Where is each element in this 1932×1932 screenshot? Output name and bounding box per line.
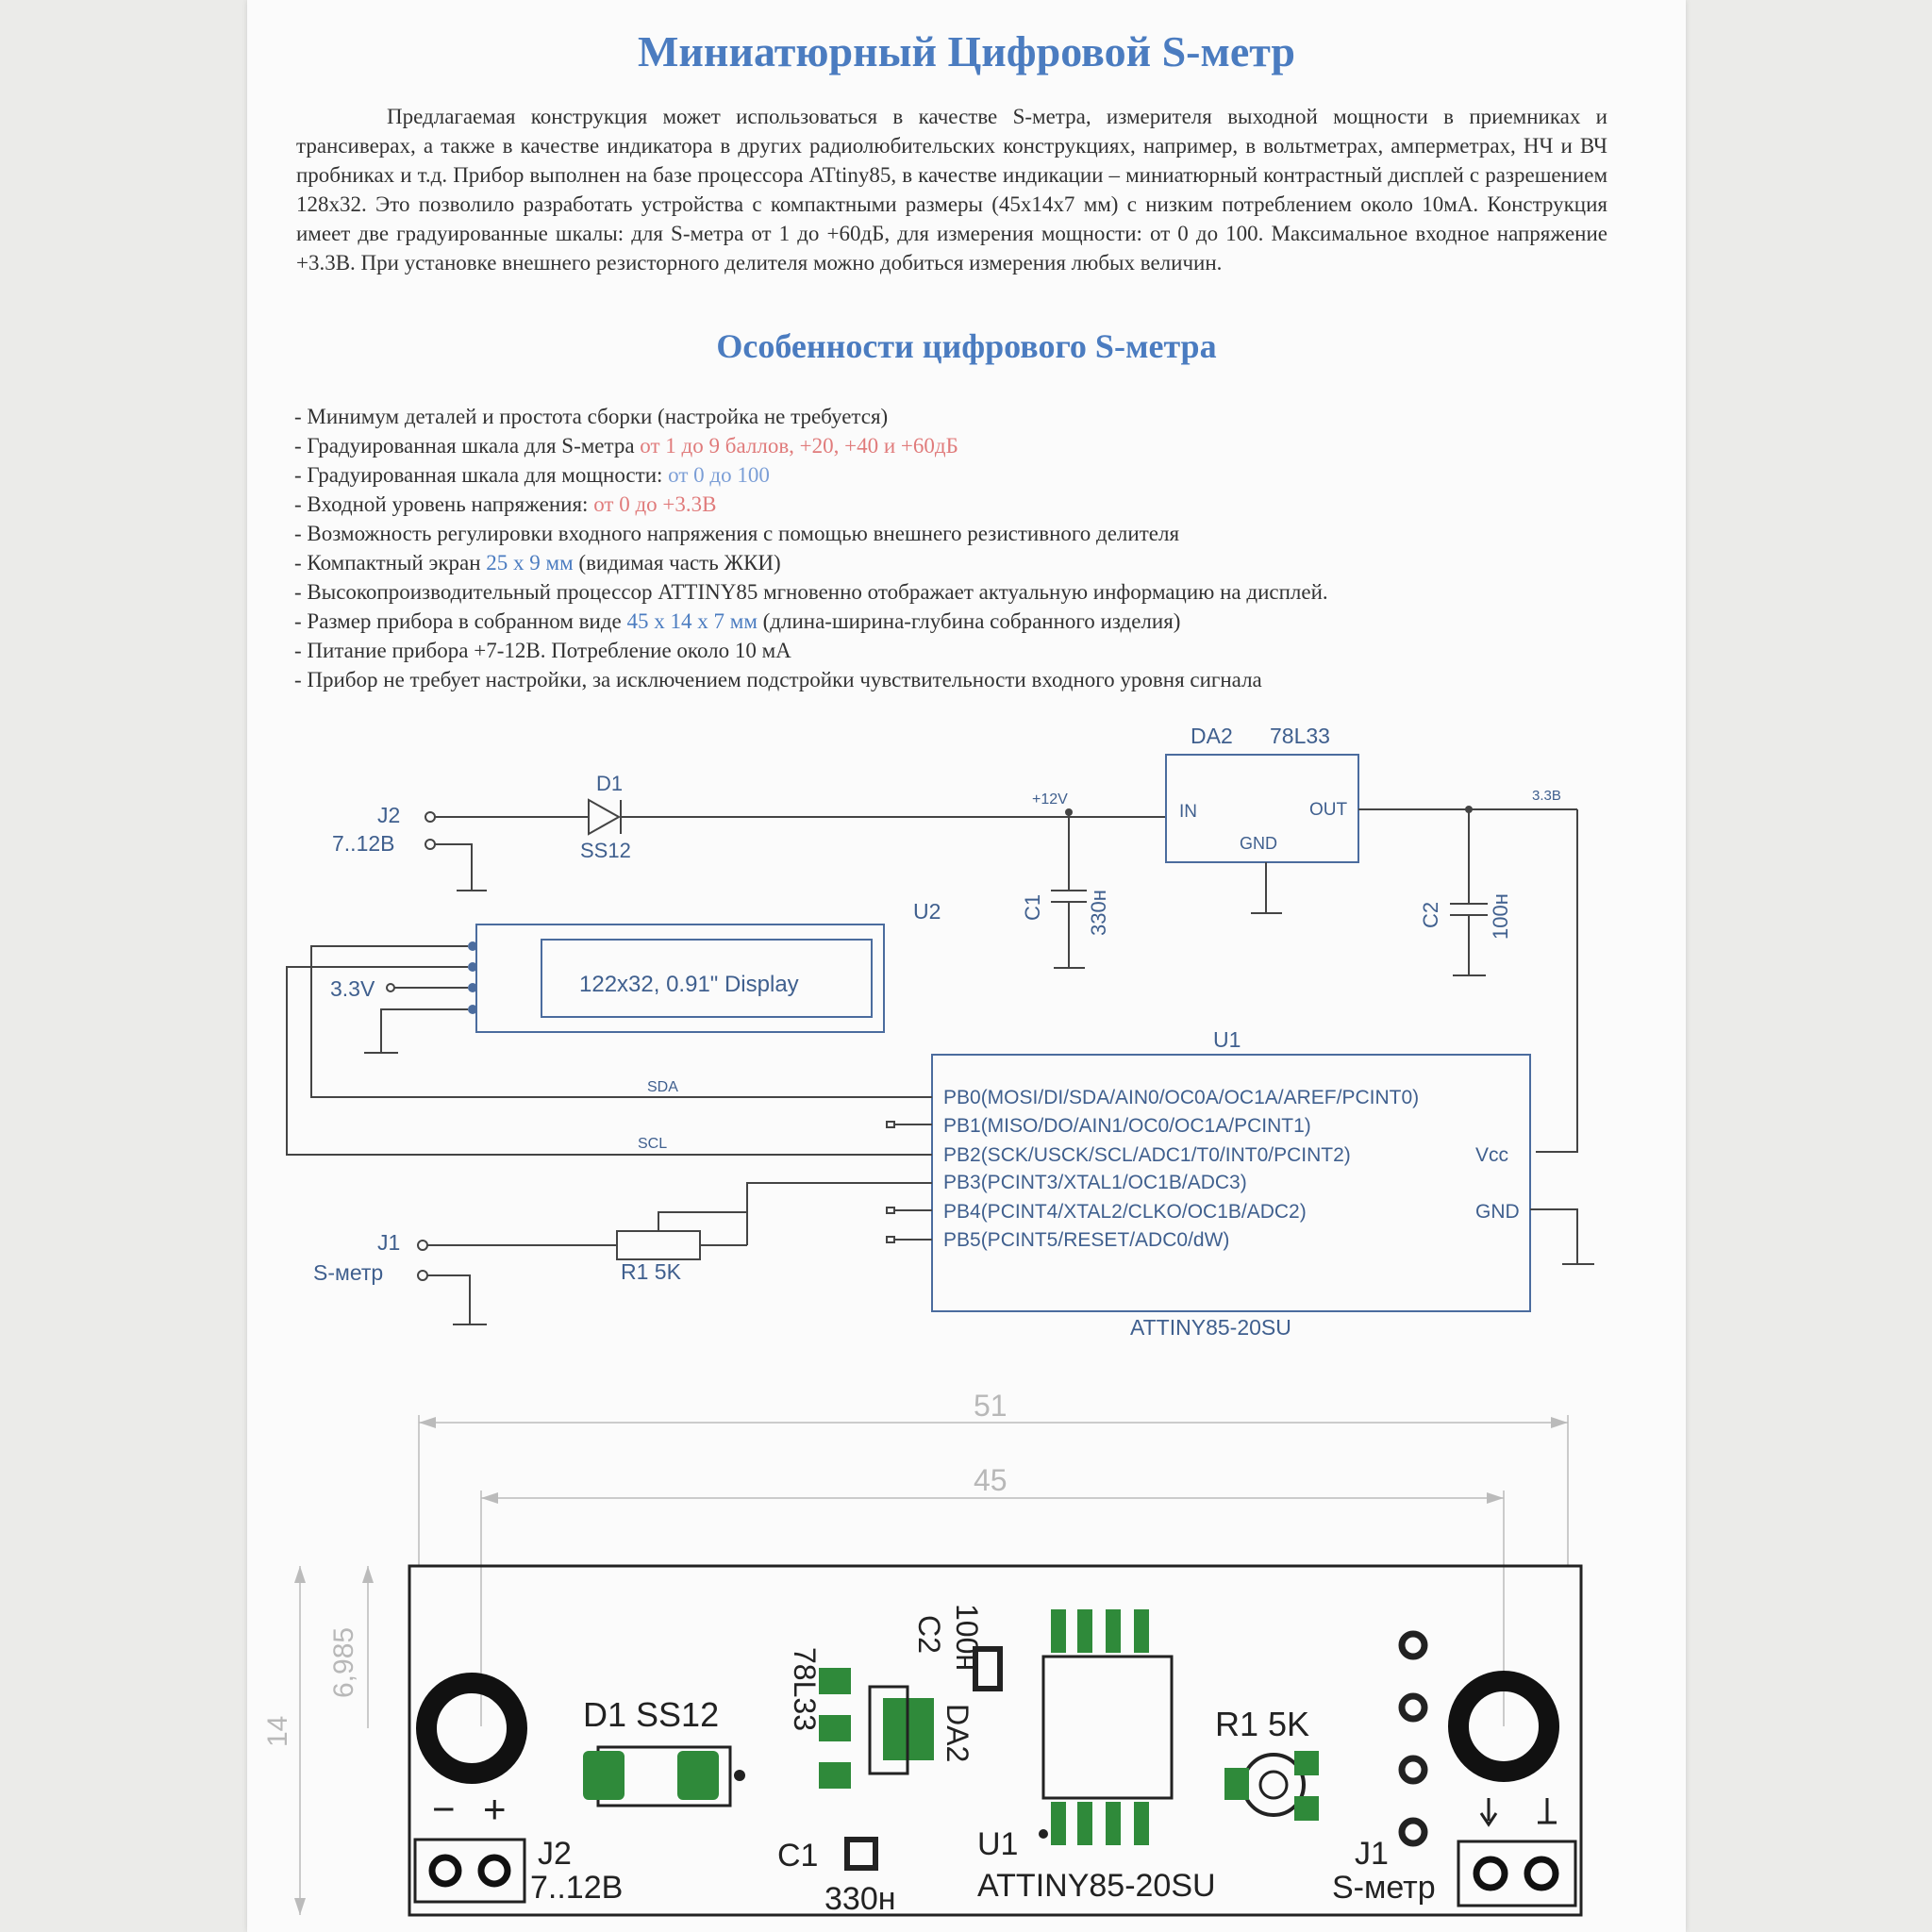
c2-label: C2 — [1419, 902, 1442, 928]
document-page: Миниатюрный Цифровой S-метр Предлагаемая… — [247, 0, 1686, 1932]
da2-gnd-label: GND — [1240, 834, 1277, 853]
main-title: Миниатюрный Цифровой S-метр — [638, 27, 1295, 75]
v12-label: +12V — [1032, 791, 1068, 808]
u1-pin-pb3: PB3(PCINT3/XTAL1/OC1B/ADC3) — [943, 1172, 1247, 1193]
j1-label: J1 — [377, 1230, 400, 1255]
da2-label: DA2 — [1191, 724, 1233, 748]
feature-item: - Компактный экран 25 x 9 мм (видимая ча… — [294, 551, 781, 575]
c1-label: C1 — [1021, 894, 1044, 921]
j1-s-meter-label: S-метр — [313, 1260, 383, 1285]
display-vcc-label: 3.3V — [330, 976, 375, 1001]
j2-label: J2 — [377, 803, 400, 827]
feature-item: - Входной уровень напряжения: от 0 до +3… — [294, 492, 717, 516]
j2-terminal-1 — [425, 811, 436, 823]
feature-item: - Минимум деталей и простота сборки (нас… — [294, 405, 889, 428]
u1-gnd-label: GND — [1475, 1201, 1520, 1223]
feature-item: - Прибор не требует настройки, за исключ… — [294, 668, 1262, 691]
j2-range-label: 7..12В — [332, 831, 395, 856]
j2-terminal-2 — [425, 839, 436, 850]
features-list: - Минимум деталей и простота сборки (нас… — [294, 402, 1634, 694]
feature-item: - Градуированная шкала для S-метра от 1 … — [294, 434, 958, 458]
u1-pin-pb4: PB4(PCINT4/XTAL2/CLKO/OC1B/ADC2) — [943, 1201, 1307, 1223]
u1-pin-pb0: PB0(MOSI/DI/SDA/AIN0/OC0A/OC1A/AREF/PCIN… — [943, 1087, 1419, 1108]
da2-in-label: IN — [1179, 802, 1197, 822]
diode-symbol — [588, 798, 622, 836]
v33-label: 3.3В — [1532, 788, 1561, 804]
scl-label: SCL — [638, 1136, 667, 1152]
schematic-diagram: J2 7..12В D1 SS12 +12V C1 330н DA2 78L33… — [286, 724, 1594, 1340]
d1-label: D1 — [596, 772, 623, 795]
sda-label: SDA — [647, 1079, 678, 1095]
u1-pin-pb1: PB1(MISO/DO/AIN1/OC0/OC1A/PCINT1) — [943, 1115, 1311, 1137]
da2-type-label: 78L33 — [1270, 724, 1330, 748]
u2-display-module — [475, 924, 885, 1033]
u2-label: U2 — [913, 899, 941, 924]
feature-item: - Градуированная шкала для мощности: от … — [294, 463, 770, 487]
u1-pin-pb5: PB5(PCINT5/RESET/ADC0/dW) — [943, 1229, 1229, 1251]
display-text: 122x32, 0.91" Display — [579, 972, 799, 997]
d1-type-label: SS12 — [580, 839, 631, 862]
u1-pin-pb2: PB2(SCK/USCK/SCL/ADC1/T0/INT0/PCINT2) — [943, 1144, 1351, 1166]
feature-item: - Питание прибора +7-12В. Потребление ок… — [294, 639, 791, 662]
r1-resistor-symbol — [616, 1230, 701, 1260]
da2-out-label: OUT — [1309, 800, 1348, 820]
c1-value: 330н — [1087, 890, 1110, 936]
feature-item: - Размер прибора в собранном виде 45 x 1… — [294, 609, 1181, 633]
features-title: Особенности цифрового S-метра — [716, 327, 1217, 365]
intro-paragraph: Предлагаемая конструкция может использов… — [296, 105, 1607, 275]
u1-part-label: ATTINY85-20SU — [1130, 1315, 1291, 1340]
feature-item: - Возможность регулировки входного напря… — [294, 522, 1180, 545]
c2-value: 100н — [1489, 893, 1512, 940]
u1-vcc-label: Vcc — [1475, 1144, 1508, 1166]
u1-label: U1 — [1213, 1027, 1241, 1052]
feature-item: - Высокопроизводительный процессор ATTIN… — [294, 580, 1328, 604]
r1-label: R1 5K — [621, 1259, 682, 1284]
